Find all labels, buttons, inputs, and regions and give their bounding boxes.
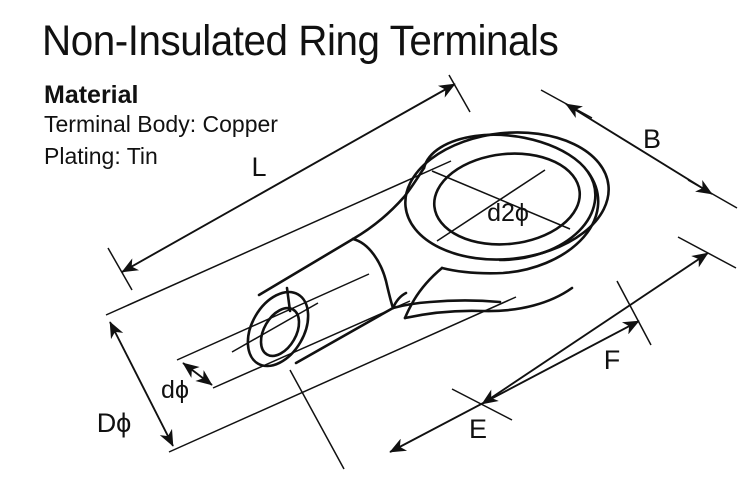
dimension-d2: d2ϕ xyxy=(487,199,529,227)
dimension-D-ext-lower xyxy=(168,296,517,453)
page-title: Non-Insulated Ring Terminals xyxy=(42,17,559,65)
dimension-d-label: dϕ xyxy=(161,376,189,404)
barrel-inner-ellipse xyxy=(259,306,301,358)
dimension-d: dϕ xyxy=(161,273,411,404)
dimension-B-label: B xyxy=(643,124,661,154)
dimension-B-line xyxy=(565,103,713,195)
dimension-F: F xyxy=(451,236,737,421)
dimension-E-label: E xyxy=(469,414,487,444)
barrel-outer-ellipse xyxy=(246,290,310,368)
barrel-bottom-edge xyxy=(294,306,395,365)
dimension-F-line xyxy=(481,252,709,405)
dimension-L-line xyxy=(121,83,456,273)
dimension-B: B xyxy=(540,89,738,209)
tongue-notch xyxy=(391,291,408,310)
dimension-E-ext-right xyxy=(616,280,652,346)
barrel-top-edge xyxy=(257,237,355,297)
dimension-D-label: Dϕ xyxy=(97,408,132,438)
dimension-d-ext-lower xyxy=(212,300,411,389)
dimension-F-ext-upper xyxy=(677,236,737,269)
dimension-d-ext-upper xyxy=(176,273,370,361)
dimension-L-label: L xyxy=(251,152,266,182)
dimension-E-ext-left xyxy=(289,369,345,470)
dimension-F-label: F xyxy=(604,345,621,375)
dimension-D-line xyxy=(109,321,174,447)
dimension-D-ext-upper xyxy=(105,160,452,316)
barrel-far-end-curve xyxy=(351,237,395,310)
dimension-D: Dϕ xyxy=(97,160,517,453)
dimension-L: L xyxy=(107,74,471,291)
ring-rim-ellipse xyxy=(404,131,610,261)
dimension-E-line xyxy=(389,320,640,453)
ring-thickness-band xyxy=(403,266,444,320)
dimension-L-ext-left xyxy=(107,247,133,291)
dimension-d2-label: d2ϕ xyxy=(487,199,529,227)
tongue-bottom-edge xyxy=(391,299,502,310)
barrel-centerline xyxy=(231,302,319,353)
dimension-L-ext-right xyxy=(448,74,471,113)
dimension-E: E xyxy=(289,280,652,470)
dimension-d-line xyxy=(182,362,213,386)
barrel-wall-tick xyxy=(285,286,292,313)
